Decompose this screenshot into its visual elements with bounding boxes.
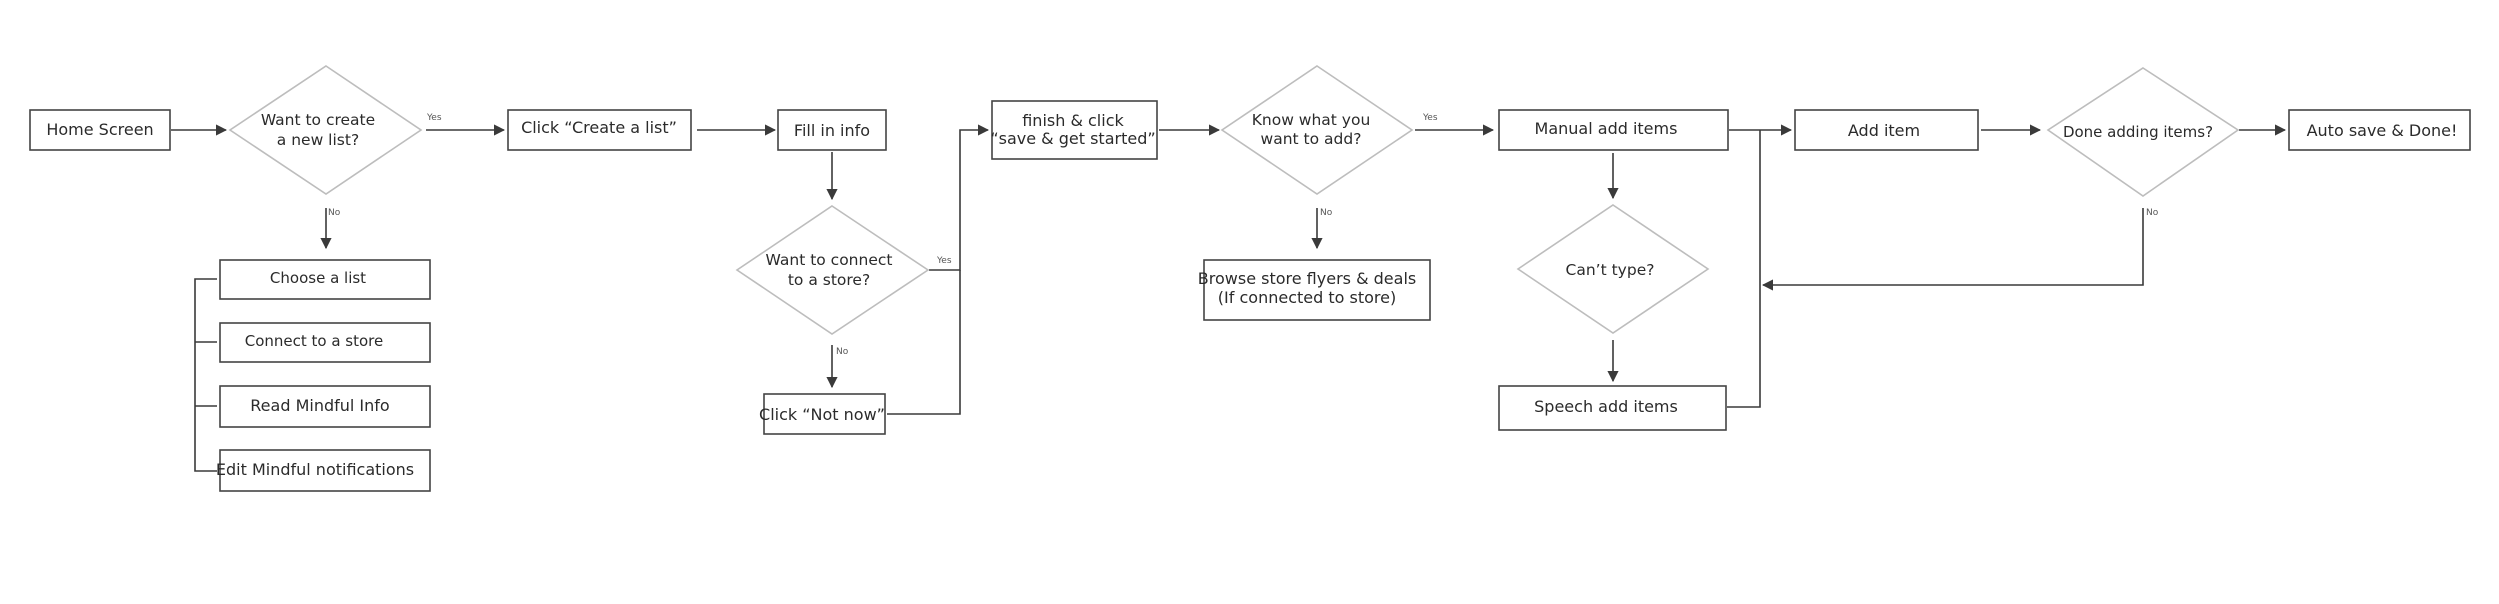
node-manual-add-items-label: Manual add items (1535, 119, 1678, 138)
edge-done-no-loop-back (1761, 208, 2144, 291)
decision-cant-type-label: Can’t type? (1566, 261, 1655, 279)
option-edit-mindful: Edit Mindful notifications (216, 449, 431, 492)
decision-want-create-line1: Want to create (261, 111, 375, 129)
node-click-create-list-label: Click “Create a list” (521, 118, 677, 137)
edges (171, 124, 2287, 472)
option-connect-store: Connect to a store (219, 322, 431, 363)
decision-want-create: Want to create a new list? (228, 65, 423, 195)
edge-not-now-to-finish (887, 270, 961, 415)
edge-label-yes: Yes (936, 256, 952, 266)
node-fill-info: Fill in info (777, 109, 887, 151)
node-speech-add-items: Speech add items (1498, 385, 1727, 431)
edge-labels: Yes No Yes No Yes No No (328, 113, 2159, 357)
decision-want-create-line2: a new list? (277, 131, 359, 149)
edge-label-no: No (1320, 208, 1333, 218)
node-home-screen: Home Screen (29, 109, 171, 151)
node-speech-add-items-label: Speech add items (1534, 397, 1678, 416)
option-choose-list: Choose a list (219, 259, 431, 300)
node-click-create-list: Click “Create a list” (507, 109, 692, 151)
edge-label-yes: Yes (1422, 113, 1438, 123)
node-add-item-label: Add item (1848, 121, 1920, 140)
option-read-mindful-label: Read Mindful Info (250, 396, 389, 415)
edge-speech-to-add-item (1727, 130, 1761, 408)
decision-want-connect-line2: to a store? (788, 271, 870, 289)
node-home-screen-label: Home Screen (46, 120, 153, 139)
node-browse-store-line1: Browse store flyers & deals (1198, 269, 1416, 288)
edge-label-yes: Yes (426, 113, 442, 123)
node-browse-store: Browse store flyers & deals (If connecte… (1198, 259, 1431, 321)
node-browse-store-line2: (If connected to store) (1218, 288, 1396, 307)
node-auto-save-done: Auto save & Done! (2288, 109, 2471, 151)
node-click-not-now: Click “Not now” (759, 393, 886, 435)
decision-know-add: Know what you want to add? (1220, 65, 1414, 195)
node-click-not-now-label: Click “Not now” (759, 405, 885, 424)
decision-know-add-line2: want to add? (1261, 130, 1362, 148)
edge-label-no: No (2146, 208, 2159, 218)
decision-know-add-line1: Know what you (1252, 111, 1371, 129)
node-finish-click-line1: finish & click (1022, 111, 1124, 130)
node-auto-save-done-label: Auto save & Done! (2307, 121, 2458, 140)
decision-done-adding-label: Done adding items? (2063, 123, 2213, 141)
decision-done-adding: Done adding items? (2046, 67, 2240, 197)
decision-cant-type: Can’t type? (1516, 204, 1710, 334)
node-finish-click-line2: “save & get started” (990, 129, 1155, 148)
option-choose-list-label: Choose a list (270, 269, 366, 287)
node-finish-click: finish & click “save & get started” (990, 100, 1158, 160)
decision-want-connect: Want to connect to a store? (735, 205, 930, 335)
edge-label-no: No (836, 347, 849, 357)
node-add-item: Add item (1794, 109, 1979, 151)
option-connect-store-label: Connect to a store (245, 332, 384, 350)
edge-want-connect-yes-to-finish (929, 124, 990, 271)
option-edit-mindful-label: Edit Mindful notifications (216, 460, 414, 479)
option-read-mindful: Read Mindful Info (219, 385, 431, 428)
edge-bracket-options (194, 278, 217, 472)
node-manual-add-items: Manual add items (1498, 109, 1729, 151)
decision-want-connect-line1: Want to connect (766, 251, 893, 269)
edge-label-no: No (328, 208, 341, 218)
node-fill-info-label: Fill in info (794, 121, 870, 140)
